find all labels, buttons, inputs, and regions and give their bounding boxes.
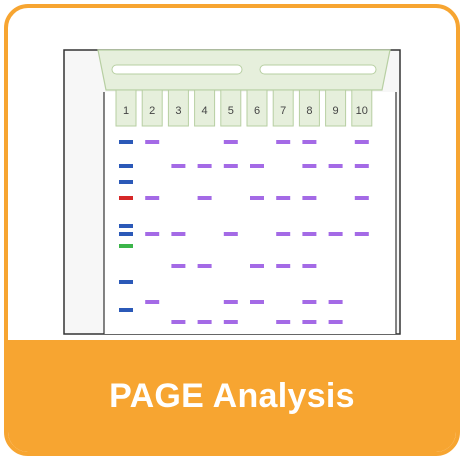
sample-band xyxy=(171,320,186,324)
sample-band xyxy=(302,320,317,324)
sample-band xyxy=(276,140,291,144)
sample-band xyxy=(276,264,291,268)
sample-band xyxy=(354,232,369,236)
comb-tooth xyxy=(194,89,216,127)
sample-band xyxy=(354,164,369,168)
ladder-band xyxy=(119,232,133,236)
sample-band xyxy=(328,300,343,304)
sample-band xyxy=(250,164,264,168)
ladder-band xyxy=(119,196,133,200)
sample-band xyxy=(302,264,317,268)
sample-band xyxy=(354,196,369,200)
sample-band xyxy=(302,232,317,236)
comb-tooth xyxy=(351,89,373,127)
lane-label: 2 xyxy=(149,105,155,117)
sample-band xyxy=(328,232,343,236)
sample-band xyxy=(197,196,212,200)
sample-band xyxy=(250,264,264,268)
lane-label: 1 xyxy=(123,105,129,117)
ladder-band xyxy=(119,164,133,168)
gel-body xyxy=(104,92,396,334)
sample-band xyxy=(328,320,343,324)
gel-diagram: 1 2 3 4 5 6 7 8 9 10 xyxy=(63,49,401,335)
sample-band xyxy=(171,164,186,168)
ladder-band xyxy=(119,280,133,284)
card-footer: PAGE Analysis xyxy=(8,340,456,452)
comb-tooth xyxy=(167,89,189,127)
ladder-band xyxy=(119,180,133,184)
gel-bands xyxy=(119,140,369,324)
sample-band xyxy=(223,300,238,304)
comb-tooth xyxy=(141,89,163,127)
sample-band xyxy=(197,320,212,324)
ladder-band xyxy=(119,140,133,144)
sample-band xyxy=(223,232,238,236)
lane-label: 8 xyxy=(306,105,312,117)
lane-label: 3 xyxy=(175,105,181,117)
comb-tooth xyxy=(115,89,137,127)
comb-tooth xyxy=(220,89,242,127)
lane-label: 6 xyxy=(254,105,260,117)
sample-band xyxy=(145,140,160,144)
sample-band xyxy=(328,164,343,168)
sample-band xyxy=(171,264,186,268)
page-analysis-card[interactable]: 1 2 3 4 5 6 7 8 9 10 PAGE Analysis xyxy=(4,4,460,456)
gel-comb xyxy=(97,49,391,127)
sample-band xyxy=(145,232,160,236)
comb-tooth xyxy=(325,89,347,127)
comb-tooth xyxy=(272,89,294,127)
sample-band xyxy=(276,232,291,236)
sample-band xyxy=(302,300,317,304)
sample-band xyxy=(302,164,317,168)
comb-top xyxy=(97,49,391,91)
lane-label: 5 xyxy=(228,105,234,117)
lane-label: 10 xyxy=(356,105,368,117)
lane-label: 9 xyxy=(333,105,339,117)
ladder-band xyxy=(119,244,133,248)
sample-band xyxy=(250,196,264,200)
comb-slot-left xyxy=(111,64,243,75)
comb-tooth xyxy=(246,89,268,127)
sample-band xyxy=(223,164,238,168)
comb-slot-right xyxy=(259,64,377,75)
gel-lanes: 1 2 3 4 5 6 7 8 9 10 xyxy=(123,105,368,117)
ladder-band xyxy=(119,224,133,228)
sample-band xyxy=(223,320,238,324)
sample-band xyxy=(197,264,212,268)
card-title: PAGE Analysis xyxy=(109,376,355,415)
sample-band xyxy=(223,140,238,144)
lane-label: 4 xyxy=(202,105,208,117)
ladder-band xyxy=(119,308,133,312)
sample-band xyxy=(354,140,369,144)
sample-band xyxy=(302,196,317,200)
lane-label: 7 xyxy=(280,105,286,117)
sample-band xyxy=(250,300,264,304)
sample-band xyxy=(276,196,291,200)
sample-band xyxy=(197,164,212,168)
sample-band xyxy=(302,140,317,144)
sample-band xyxy=(276,320,291,324)
comb-tooth xyxy=(298,89,320,127)
sample-band xyxy=(145,300,160,304)
sample-band xyxy=(171,232,186,236)
sample-band xyxy=(145,196,160,200)
